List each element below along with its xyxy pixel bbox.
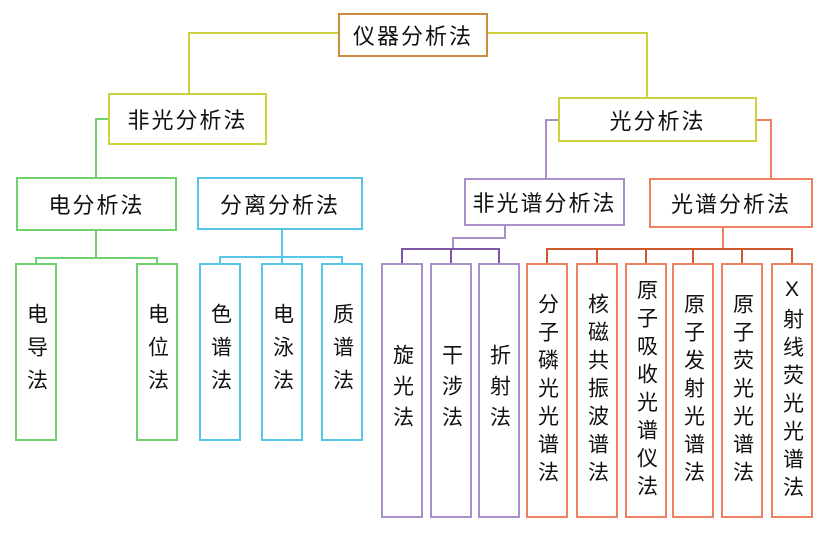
- node-molecular-phosphorescence-label: 分子磷光光谱法: [535, 292, 559, 489]
- node-atomic-emission-spectroscopy: 原子发射光谱法: [672, 263, 714, 518]
- node-potentiometry-label: 电位法: [145, 302, 169, 402]
- node-atomic-fluorescence-spectroscopy: 原子荧光光谱法: [721, 263, 763, 518]
- node-refractometry: 折射法: [478, 263, 520, 518]
- node-polarimetry-label: 旋光法: [390, 344, 414, 437]
- connector-non-optical-to-electro: [95, 118, 108, 177]
- node-conductometry-label: 电导法: [24, 302, 48, 402]
- node-potentiometry: 电位法: [136, 263, 178, 441]
- node-separation-analysis: 分离分析法: [197, 177, 363, 230]
- node-molecular-phosphorescence-spectroscopy: 分子磷光光谱法: [526, 263, 568, 518]
- node-nmr-spectroscopy-label: 核磁共振波谱法: [585, 292, 609, 489]
- connector-optical-to-non-spectral: [545, 119, 558, 178]
- node-atomic-fluorescence-label: 原子荧光光谱法: [730, 292, 754, 489]
- connector-root-to-optical: [488, 32, 648, 97]
- node-optical-analysis-label: 光分析法: [609, 108, 706, 134]
- node-xray-fluorescence-label: X射线荧光光谱法: [780, 277, 804, 504]
- node-non-optical-analysis: 非光分析法: [108, 93, 267, 145]
- node-atomic-absorption-spectroscopy: 原子吸收光谱仪法: [625, 263, 667, 518]
- node-non-spectroscopic-analysis: 非光谱分析法: [464, 178, 625, 226]
- node-nmr-spectroscopy: 核磁共振波谱法: [576, 263, 618, 518]
- node-mass-spectrometry: 质谱法: [321, 263, 363, 441]
- node-electroanalysis-label: 电分析法: [48, 193, 145, 218]
- connector-non-spectral-drop: [452, 226, 506, 249]
- node-conductometry: 电导法: [15, 263, 57, 441]
- node-interferometry-label: 干涉法: [439, 344, 463, 437]
- node-polarimetry: 旋光法: [381, 263, 423, 518]
- node-xray-fluorescence-spectroscopy: X射线荧光光谱法: [771, 263, 813, 518]
- node-spectroscopic-analysis-label: 光谱分析法: [670, 192, 791, 217]
- node-atomic-absorption-label: 原子吸收光谱仪法: [634, 278, 658, 503]
- node-electrophoresis: 电泳法: [261, 263, 303, 441]
- node-chromatography-label: 色谱法: [208, 302, 232, 402]
- node-non-optical-analysis-label: 非光分析法: [127, 108, 248, 133]
- node-interferometry: 干涉法: [430, 263, 472, 518]
- node-instrumental-analysis: 仪器分析法: [338, 13, 488, 57]
- node-non-spectroscopic-analysis-label: 非光谱分析法: [472, 191, 617, 216]
- node-optical-analysis: 光分析法: [558, 97, 757, 142]
- node-mass-spectrometry-label: 质谱法: [330, 302, 354, 402]
- node-electrophoresis-label: 电泳法: [270, 302, 294, 402]
- node-atomic-emission-label: 原子发射光谱法: [681, 292, 705, 489]
- connector-optical-to-spectral: [757, 119, 772, 178]
- node-separation-analysis-label: 分离分析法: [219, 192, 340, 218]
- node-instrumental-analysis-label: 仪器分析法: [352, 24, 473, 49]
- node-refractometry-label: 折射法: [487, 344, 511, 437]
- node-chromatography: 色谱法: [199, 263, 241, 441]
- node-spectroscopic-analysis: 光谱分析法: [649, 178, 813, 228]
- node-electroanalysis: 电分析法: [16, 177, 177, 231]
- connector-root-to-non-optical: [188, 32, 338, 93]
